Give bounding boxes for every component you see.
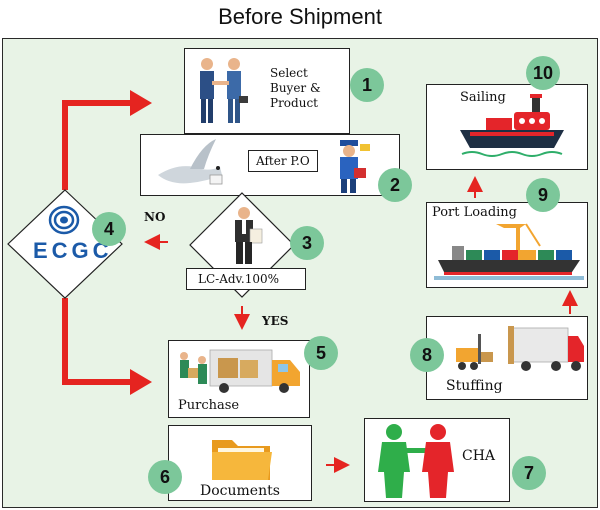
cha-people-icon (378, 424, 454, 498)
sailing-label: Sailing (460, 90, 506, 105)
handshake-businessmen-icon (200, 58, 248, 123)
forklift-truck-icon (456, 326, 584, 371)
arrow-ecgc-to-purchase (62, 298, 135, 385)
port-loading-label: Port Loading (432, 205, 518, 220)
step-8-badge: 8 (410, 338, 444, 372)
step-2-badge: 2 (378, 168, 412, 202)
diagram-title: Before Shipment (218, 4, 382, 29)
step-7-badge: 7 (512, 456, 546, 490)
purchase-label: Purchase (178, 398, 240, 413)
step-5-badge: 5 (304, 336, 338, 370)
arrow-ecgc-to-select (62, 100, 135, 190)
lc-label-box (186, 268, 306, 290)
step-1-badge: 1 (350, 68, 384, 102)
arrow-head-to-select (130, 90, 152, 116)
step-select-label-line2: Buyer & (270, 81, 321, 95)
delivery-truck-icon (180, 349, 300, 393)
documents-label: Documents (200, 483, 280, 499)
ecgc-logo-icon (48, 205, 80, 235)
cha-label: CHA (462, 448, 496, 464)
step-4-badge: 4 (92, 212, 126, 246)
step-3-badge: 3 (290, 226, 324, 260)
stuffing-label: Stuffing (446, 378, 503, 394)
step-9-badge: 9 (526, 178, 560, 212)
arrow-head-to-purchase (130, 369, 152, 395)
after-po-label: After P.O (256, 154, 310, 168)
postman-icon (340, 140, 370, 193)
branch-yes-label: YES (262, 314, 289, 328)
ecgc-label: ECGC (33, 238, 113, 263)
lc-label: LC-Adv.100% (198, 272, 280, 286)
businessman-icon (235, 207, 263, 264)
tugboat-icon (460, 94, 564, 157)
step-10-badge: 10 (526, 56, 560, 90)
folder-icon (212, 440, 272, 480)
after-po-label-box (248, 150, 318, 172)
branch-no-label: NO (144, 210, 166, 224)
step-select-label-line1: Select (270, 66, 308, 80)
pigeon-icon (158, 139, 223, 185)
step-6-badge: 6 (148, 460, 182, 494)
step-select-label-line3: Product (270, 96, 318, 110)
cargo-ship-crane-icon (434, 223, 584, 280)
